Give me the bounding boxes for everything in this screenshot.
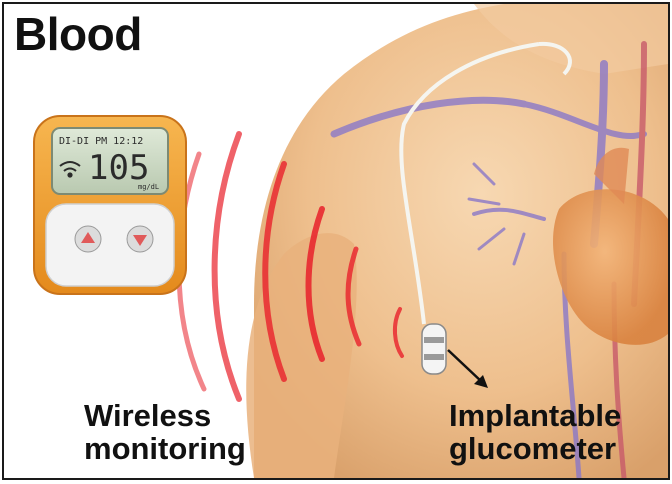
meter-status-line: DI-DI PM 12:12 <box>59 136 143 147</box>
meter-reading-unit: mg/dL <box>138 183 159 191</box>
meter-reading-value: 105 <box>88 148 149 188</box>
wireless-label-line-2: monitoring <box>84 433 246 466</box>
implant-label-line-1: Implantable <box>449 400 621 433</box>
up-button <box>75 226 101 252</box>
wireless-label-line-1: Wireless <box>84 400 246 433</box>
implantable-glucometer-label: Implantable glucometer <box>449 400 621 465</box>
implant-sensor <box>422 324 446 374</box>
wireless-monitoring-label: Wireless monitoring <box>84 400 246 465</box>
implant-label-line-2: glucometer <box>449 433 621 466</box>
down-button <box>127 226 153 252</box>
figure-title: Blood <box>14 10 142 58</box>
glucose-meter-device: DI-DI PM 12:12 105 mg/dL <box>34 116 186 294</box>
